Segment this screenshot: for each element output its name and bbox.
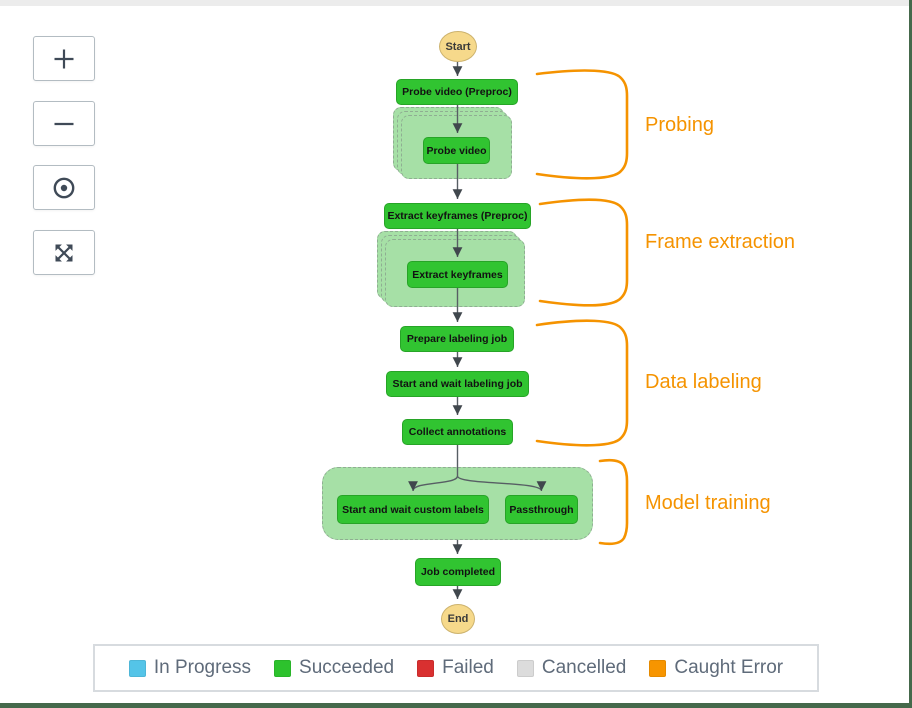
group-label-probing: Probing — [645, 114, 714, 136]
expand-arrows-icon — [52, 241, 76, 265]
minus-icon — [51, 111, 77, 137]
cancelled-swatch-icon — [516, 659, 534, 677]
legend-label: Cancelled — [541, 657, 627, 678]
group-label-frame-extraction: Frame extraction — [645, 231, 796, 253]
end-node: End — [441, 604, 475, 634]
node-passthrough[interactable]: Passthrough — [505, 495, 578, 524]
status-legend: In Progress Succeeded Failed Cancelled C… — [93, 644, 819, 692]
zoom-in-button[interactable] — [33, 36, 95, 81]
node-prepare-labeling-job[interactable]: Prepare labeling job — [400, 326, 514, 352]
fit-view-button[interactable] — [33, 230, 95, 275]
node-probe-video-preproc[interactable]: Probe video (Preproc) — [396, 79, 518, 105]
top-strip — [0, 0, 912, 6]
legend-item-cancelled: Cancelled — [516, 657, 627, 679]
succeeded-swatch-icon — [274, 659, 292, 677]
legend-label: Failed — [442, 657, 494, 678]
start-node: Start — [439, 31, 477, 62]
zoom-out-button[interactable] — [33, 101, 95, 146]
window-right-border — [909, 0, 912, 708]
legend-label: In Progress — [153, 657, 252, 678]
group-label-model-training: Model training — [645, 492, 771, 514]
legend-item-in-progress: In Progress — [128, 657, 252, 679]
plus-icon — [51, 46, 77, 72]
center-target-icon — [51, 175, 77, 201]
caught-error-swatch-icon — [649, 659, 667, 677]
node-extract-keyframes-preproc[interactable]: Extract keyframes (Preproc) — [384, 203, 531, 229]
node-start-and-wait-labeling-job[interactable]: Start and wait labeling job — [386, 371, 529, 397]
in-progress-swatch-icon — [128, 659, 146, 677]
group-label-data-labeling: Data labeling — [645, 371, 762, 393]
failed-swatch-icon — [417, 659, 435, 677]
center-view-button[interactable] — [33, 165, 95, 210]
legend-item-caught-error: Caught Error — [649, 657, 783, 679]
window-bottom-border — [0, 703, 912, 708]
legend-label: Succeeded — [299, 657, 395, 678]
legend-item-succeeded: Succeeded — [274, 657, 394, 679]
node-collect-annotations[interactable]: Collect annotations — [402, 419, 513, 445]
node-probe-video[interactable]: Probe video — [423, 137, 490, 164]
legend-item-failed: Failed — [417, 657, 494, 679]
node-extract-keyframes[interactable]: Extract keyframes — [407, 261, 508, 288]
node-start-and-wait-custom-labels[interactable]: Start and wait custom labels — [337, 495, 489, 524]
legend-label: Caught Error — [674, 657, 784, 678]
node-job-completed[interactable]: Job completed — [415, 558, 501, 586]
